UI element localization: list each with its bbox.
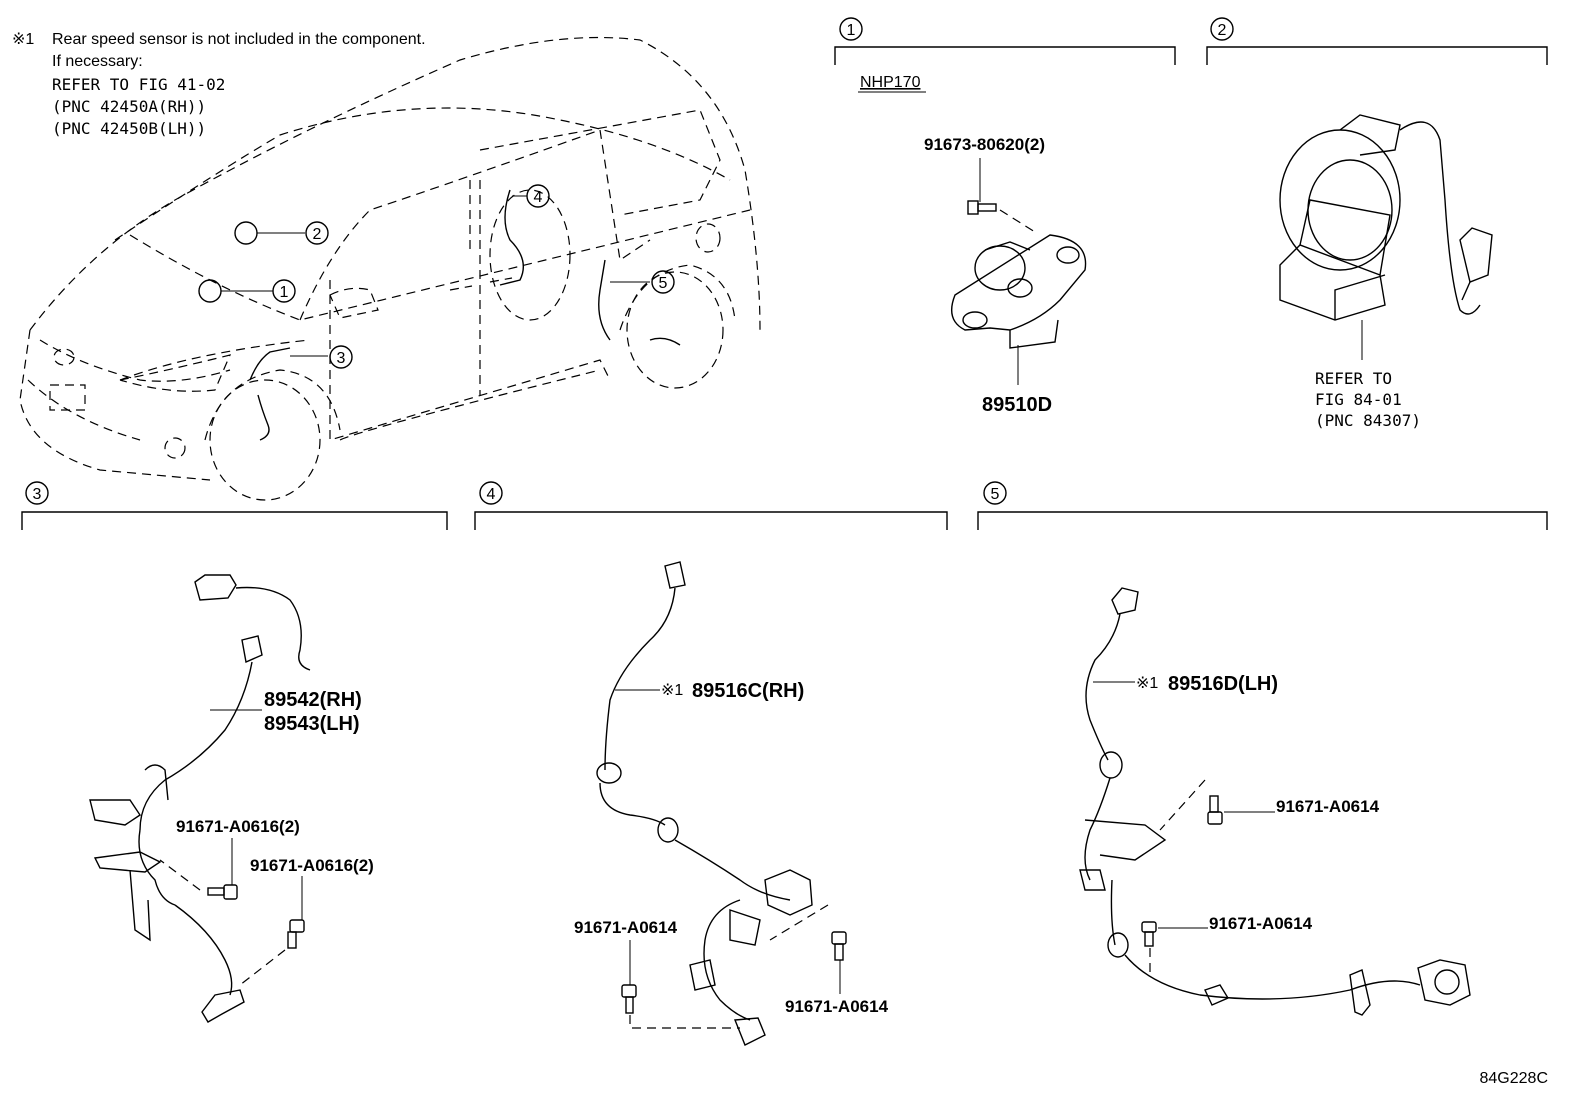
section-5-bolt-b-label: 91671-A0614 xyxy=(1209,914,1313,933)
section-3-part-lh: 89543(LH) xyxy=(264,713,360,735)
rear-speed-sensor-lh-part xyxy=(1079,587,1471,1016)
bolt-icon xyxy=(621,984,637,1014)
section-2: 2 REFER TO FIG 84-01 (PNC 84307) xyxy=(1206,17,1548,430)
marker-1-circle xyxy=(198,279,222,303)
section-5: 5 ※1 89516D(LH) 91671-A0614 xyxy=(977,481,1548,1016)
section-4-bolt-a-label: 91671-A0614 xyxy=(574,918,678,937)
callout-2-label: 2 xyxy=(313,226,322,243)
callout-5-label: 5 xyxy=(659,275,668,292)
section-5-number: 5 xyxy=(991,486,1000,503)
callout-3-label: 3 xyxy=(337,350,346,367)
section-2-refer-3: (PNC 84307) xyxy=(1315,411,1421,430)
callout-1[interactable]: 1 xyxy=(272,279,296,303)
rear-speed-sensor-rh-part xyxy=(596,561,813,1046)
bolt-icon xyxy=(967,200,997,215)
section-1: 1 NHP170 91673-80620(2) 89510D xyxy=(834,17,1176,416)
section-1-bolt-label: 91673-80620(2) xyxy=(924,135,1045,154)
section-3-bolt-a-label: 91671-A0616(2) xyxy=(176,817,300,836)
section-4-bolt-b-label: 91671-A0614 xyxy=(785,997,889,1016)
note-line-1: Rear speed sensor is not included in the… xyxy=(52,31,426,48)
figure-code: 84G228C xyxy=(1480,1070,1549,1087)
note-line-2: If necessary: xyxy=(52,53,143,70)
callout-3[interactable]: 3 xyxy=(329,345,353,369)
section-2-number: 2 xyxy=(1218,22,1227,39)
steering-sensor-part xyxy=(1279,114,1493,321)
bolt-icon xyxy=(287,919,305,949)
section-4-number: 4 xyxy=(487,486,496,503)
bolt-icon xyxy=(831,931,847,961)
section-3: 3 89542(RH) 89543(LH) 91671-A0616(2) 916… xyxy=(21,481,448,1023)
section-3-part-rh: 89542(RH) xyxy=(264,689,362,711)
note-mark: ※1 xyxy=(12,31,34,48)
callout-4[interactable]: 4 xyxy=(526,184,550,208)
callout-1-label: 1 xyxy=(280,284,289,301)
section-1-model: NHP170 xyxy=(860,74,921,91)
callout-2[interactable]: 2 xyxy=(305,221,329,245)
section-4-mark: ※1 xyxy=(661,682,683,699)
section-3-bolt-b-label: 91671-A0616(2) xyxy=(250,856,374,875)
vehicle-illustration xyxy=(19,36,761,501)
section-2-refer-2: FIG 84-01 xyxy=(1315,390,1402,409)
section-4-part-label: 89516C(RH) xyxy=(692,680,804,702)
section-1-part-label: 89510D xyxy=(982,394,1052,416)
section-3-number: 3 xyxy=(33,486,42,503)
marker-2-circle xyxy=(234,221,258,245)
section-5-bolt-a-label: 91671-A0614 xyxy=(1276,797,1380,816)
bolt-icon xyxy=(1141,921,1157,947)
section-5-part-label: 89516D(LH) xyxy=(1168,673,1278,695)
bolt-icon xyxy=(1207,795,1223,825)
note-block: ※1 Rear speed sensor is not included in … xyxy=(12,31,426,138)
callout-4-label: 4 xyxy=(534,189,543,206)
yaw-rate-sensor-part xyxy=(951,234,1087,349)
note-line-4: (PNC 42450A(RH)) xyxy=(52,97,206,116)
note-line-5: (PNC 42450B(LH)) xyxy=(52,119,206,138)
front-speed-sensor-part xyxy=(89,574,311,1023)
callout-5[interactable]: 5 xyxy=(651,270,675,294)
section-1-number: 1 xyxy=(847,22,856,39)
section-2-refer-1: REFER TO xyxy=(1315,369,1392,388)
section-5-mark: ※1 xyxy=(1136,675,1158,692)
bolt-icon xyxy=(207,884,238,900)
section-4: 4 ※1 89516C(RH) 91671-A0614 91671-A0614 xyxy=(474,481,948,1046)
note-line-3: REFER TO FIG 41-02 xyxy=(52,75,225,94)
